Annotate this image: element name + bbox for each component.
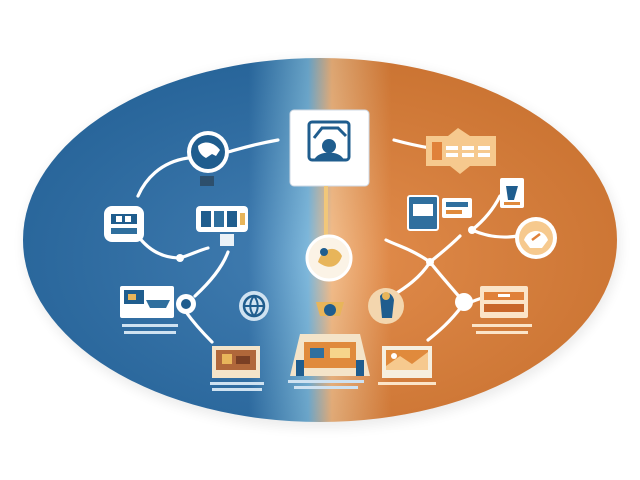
phone-base <box>200 176 214 186</box>
joint-dot <box>176 254 184 262</box>
devices-icon <box>111 214 137 234</box>
landscape-icon <box>386 350 428 370</box>
landscape-caption-bar <box>378 382 436 385</box>
center-mid-circle-node <box>305 234 353 282</box>
screen-card-caption-bar <box>124 331 176 334</box>
connector-phone-devices <box>136 156 190 198</box>
connector-hub-chat <box>384 238 432 264</box>
right-junction-node <box>455 293 473 311</box>
photo-card-caption-bar <box>212 388 262 391</box>
bottom-knob <box>324 304 336 316</box>
photo-card-node <box>210 346 264 391</box>
joint-dot <box>468 226 476 234</box>
archive-card <box>480 286 528 318</box>
device-panel-icon <box>201 211 245 227</box>
archive-caption-bar <box>472 324 532 327</box>
connector-center-phone <box>226 138 280 154</box>
right-junction-circle <box>455 293 473 311</box>
photo-icon <box>216 350 256 370</box>
hand-circle-node <box>368 288 404 324</box>
joint-dot <box>426 258 434 266</box>
device-panel-node <box>196 206 248 246</box>
archive-icon <box>484 292 524 312</box>
document-node <box>500 178 524 208</box>
screen-card-caption-bar <box>122 324 178 327</box>
hand-icon <box>380 292 394 318</box>
panel-stand <box>220 234 234 246</box>
mid-dot <box>320 248 328 256</box>
archive-caption-bar <box>476 331 528 334</box>
monitor-icon <box>124 290 170 308</box>
center-node <box>289 109 370 240</box>
connector-lens-photo <box>184 310 214 344</box>
connector-joints <box>176 226 476 266</box>
person-in-frame-icon <box>307 120 351 162</box>
ticket-banner-node <box>426 128 496 174</box>
globe-circle-node <box>239 291 269 321</box>
connector-right-landscape <box>426 304 464 342</box>
bottom-node <box>288 302 370 389</box>
chat-bubble-icon <box>413 202 468 216</box>
phone-icon <box>198 142 220 158</box>
document-icon <box>504 186 520 205</box>
connector-panel-lens <box>193 250 230 298</box>
phone-circle-node <box>187 131 229 186</box>
chat-card-right <box>442 198 472 218</box>
gauge-icon <box>524 231 548 248</box>
globe-icon <box>242 294 266 318</box>
devices-box-node <box>104 206 144 242</box>
screen-card-node <box>120 286 178 334</box>
bottom-caption-bar <box>294 386 358 389</box>
chat-card-node <box>407 195 472 231</box>
lens-circle-node <box>176 294 196 314</box>
ticket-banner <box>426 128 496 174</box>
landscape-card-node <box>378 346 436 385</box>
archive-card-node <box>472 286 532 334</box>
gauge-circle-node <box>515 217 557 259</box>
ticket-icon <box>432 142 490 160</box>
bottom-caption-bar <box>288 380 364 383</box>
photo-card-caption-bar <box>210 382 264 385</box>
connector-hub-gauge <box>470 228 520 239</box>
lens-icon <box>181 299 191 309</box>
shop-building-icon <box>290 334 370 376</box>
